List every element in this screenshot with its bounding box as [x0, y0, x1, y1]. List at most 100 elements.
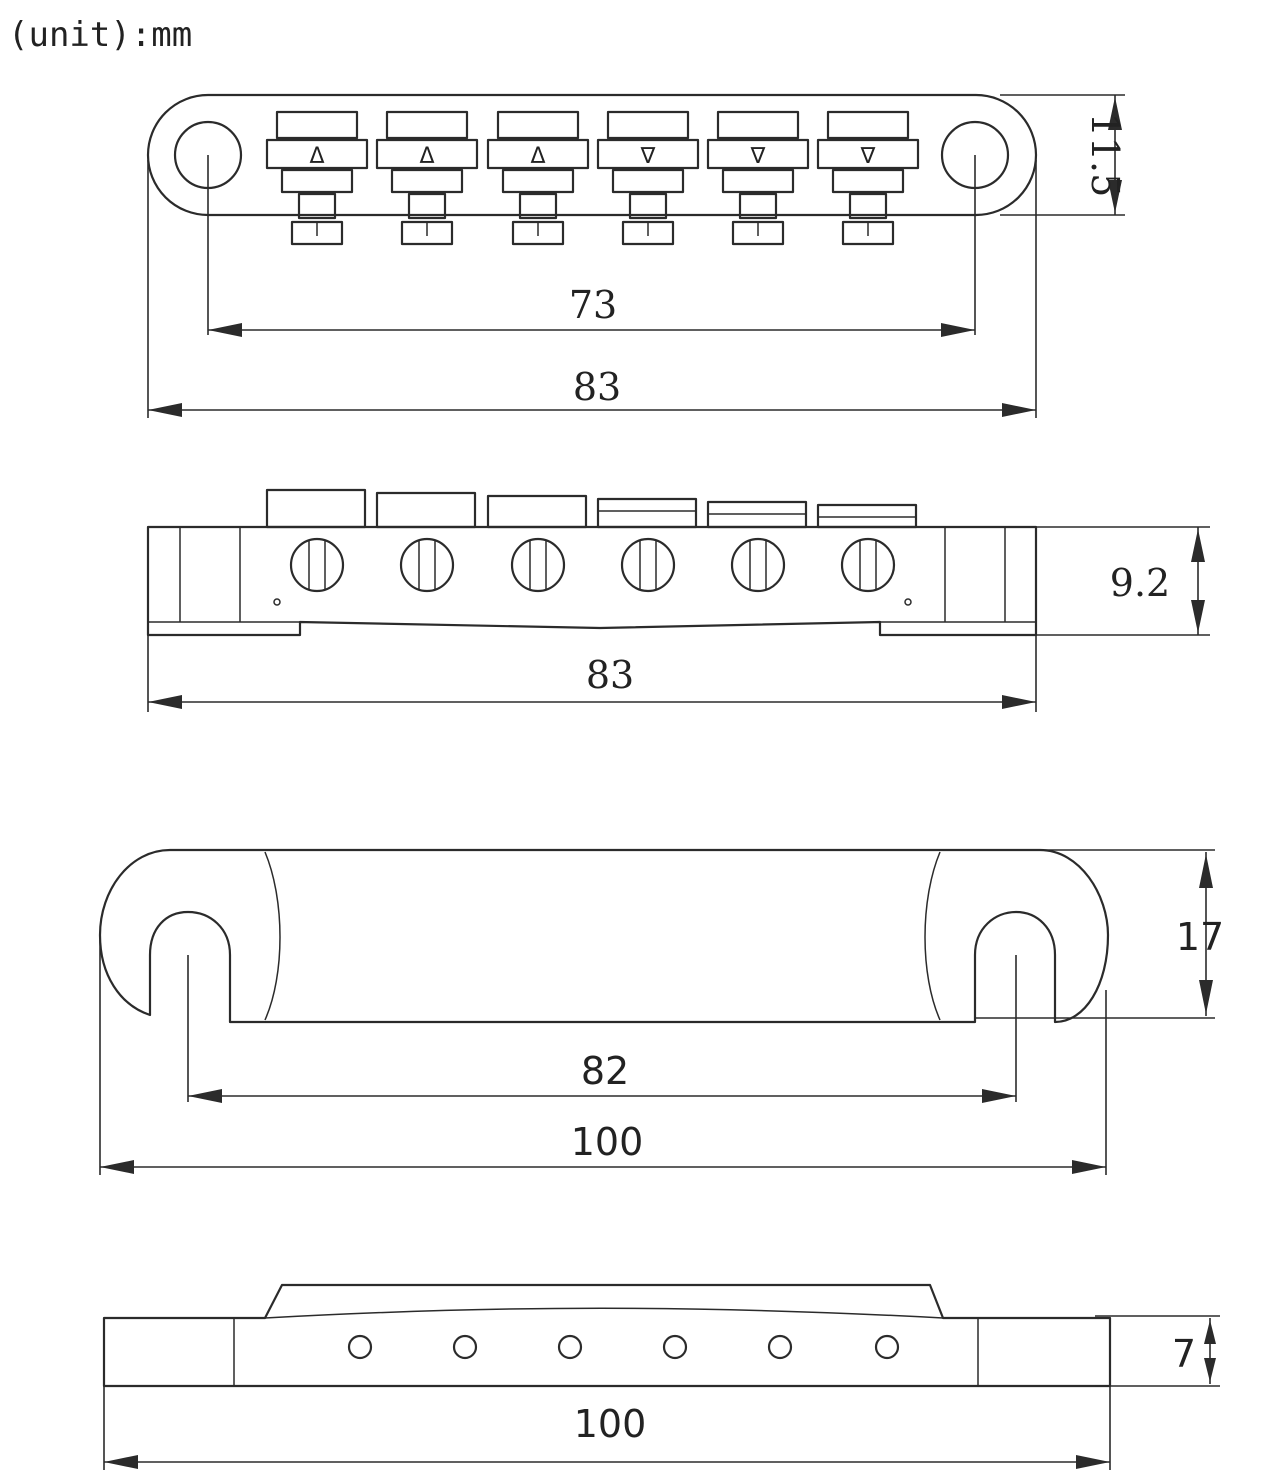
- saddle-lower-block: [611, 168, 685, 194]
- bridge-front-view: 83 9.2: [146, 488, 1210, 712]
- saddle-front-block: [375, 491, 477, 529]
- saddle-marker: ∇: [640, 144, 656, 169]
- saddle-top-block: [496, 110, 580, 140]
- dimension-label-depth: 11.5: [1083, 113, 1127, 198]
- saddle-front-block: [596, 497, 698, 529]
- saddle-crossbar: [706, 138, 810, 170]
- dimension-label-overall: 100: [571, 1120, 644, 1164]
- arrowhead: [1191, 600, 1205, 633]
- height-screw: [730, 537, 786, 593]
- arrowhead: [208, 323, 242, 337]
- height-screw: [289, 537, 345, 593]
- saddle-marker: Δ: [309, 144, 324, 169]
- saddle-top-block: [275, 110, 359, 140]
- dimension-label-height: 9.2: [1110, 561, 1170, 605]
- tailpiece-front-view: 100 7: [102, 1283, 1220, 1470]
- saddle: Δ: [375, 110, 479, 246]
- saddle-marker: Δ: [419, 144, 434, 169]
- string-hole: [347, 1334, 373, 1360]
- saddle-marker: ∇: [860, 144, 876, 169]
- saddle-lower-block: [280, 168, 354, 194]
- arrowhead: [1191, 529, 1205, 562]
- saddle-front: [816, 503, 918, 593]
- height-screw: [510, 537, 566, 593]
- string-hole: [767, 1334, 793, 1360]
- saddle-front: [596, 497, 698, 593]
- saddle-front: [706, 500, 808, 593]
- saddle-top-block: [716, 110, 800, 140]
- saddle-neck: [848, 192, 888, 220]
- arrowhead: [104, 1455, 138, 1469]
- tailpiece-contour-right: [924, 851, 941, 1021]
- saddle-crossbar: [816, 138, 920, 170]
- arrowhead: [148, 695, 182, 709]
- saddle-marker: ∇: [750, 144, 766, 169]
- string-hole: [874, 1334, 900, 1360]
- dimension-label-hole-spacing: 73: [569, 283, 617, 327]
- saddle-crossbar: [486, 138, 590, 170]
- arrowhead: [188, 1089, 222, 1103]
- height-screw: [620, 537, 676, 593]
- arrowhead: [1108, 97, 1122, 130]
- saddle: Δ: [486, 110, 590, 246]
- arrowhead: [1199, 854, 1213, 888]
- saddle-lower-block: [390, 168, 464, 194]
- screw-dot-left: [273, 598, 281, 606]
- arrowhead: [1072, 1160, 1106, 1174]
- saddle: ∇: [596, 110, 700, 246]
- string-hole: [662, 1334, 688, 1360]
- saddle-front-block: [265, 488, 367, 529]
- bridge-front-outline: [146, 525, 1038, 637]
- saddle-neck: [297, 192, 337, 220]
- arrowhead: [1002, 403, 1036, 417]
- bridge-body-outline: [146, 93, 1038, 217]
- height-screw: [399, 537, 455, 593]
- saddle-front-block: [816, 503, 918, 529]
- saddle-group: Δ Δ Δ ∇ ∇ ∇: [265, 110, 920, 246]
- string-hole: [452, 1334, 478, 1360]
- tailpiece-curve: [264, 1307, 944, 1319]
- saddle: ∇: [816, 110, 920, 246]
- saddle-marker: Δ: [530, 144, 545, 169]
- saddle-lower-block: [721, 168, 795, 194]
- saddle-neck: [628, 192, 668, 220]
- dimension-label-overall: 100: [574, 1402, 647, 1446]
- arrowhead: [1204, 1320, 1216, 1344]
- arrowhead: [1108, 180, 1122, 213]
- string-hole-group: [347, 1334, 900, 1360]
- saddle-crossbar: [596, 138, 700, 170]
- dimension-label-height: 7: [1172, 1332, 1196, 1376]
- string-hole: [557, 1334, 583, 1360]
- saddle-front-group: [265, 488, 918, 593]
- tailpiece-contour-left: [264, 851, 281, 1021]
- tailpiece-outline: [98, 848, 1110, 1024]
- saddle-lower-block: [831, 168, 905, 194]
- arrowhead: [100, 1160, 134, 1174]
- screw-dot-right: [904, 598, 912, 606]
- saddle-front: [265, 488, 367, 593]
- saddle-neck: [738, 192, 778, 220]
- arrowhead: [1204, 1358, 1216, 1382]
- arrowhead: [1076, 1455, 1110, 1469]
- tailpiece-front-outline: [102, 1283, 1112, 1388]
- saddle-neck: [518, 192, 558, 220]
- saddle-crossbar: [375, 138, 479, 170]
- dimension-label-overall: 83: [573, 365, 621, 409]
- saddle-top-block: [826, 110, 910, 140]
- saddle-top-block: [385, 110, 469, 140]
- dimension-label-depth: 17: [1176, 915, 1224, 959]
- saddle-front: [486, 494, 588, 593]
- arrowhead: [1199, 980, 1213, 1014]
- arrowhead: [982, 1089, 1016, 1103]
- dimension-label-inner: 82: [581, 1049, 629, 1093]
- saddle: ∇: [706, 110, 810, 246]
- dimension-label-overall: 83: [586, 653, 634, 697]
- unit-label: (unit):mm: [8, 15, 192, 55]
- saddle-front: [375, 491, 477, 593]
- saddle-neck: [407, 192, 447, 220]
- height-screw: [840, 537, 896, 593]
- arrowhead: [941, 323, 975, 337]
- saddle-front-block: [486, 494, 588, 529]
- bridge-top-view: Δ Δ Δ ∇ ∇ ∇ 73 83 11.5: [146, 93, 1127, 418]
